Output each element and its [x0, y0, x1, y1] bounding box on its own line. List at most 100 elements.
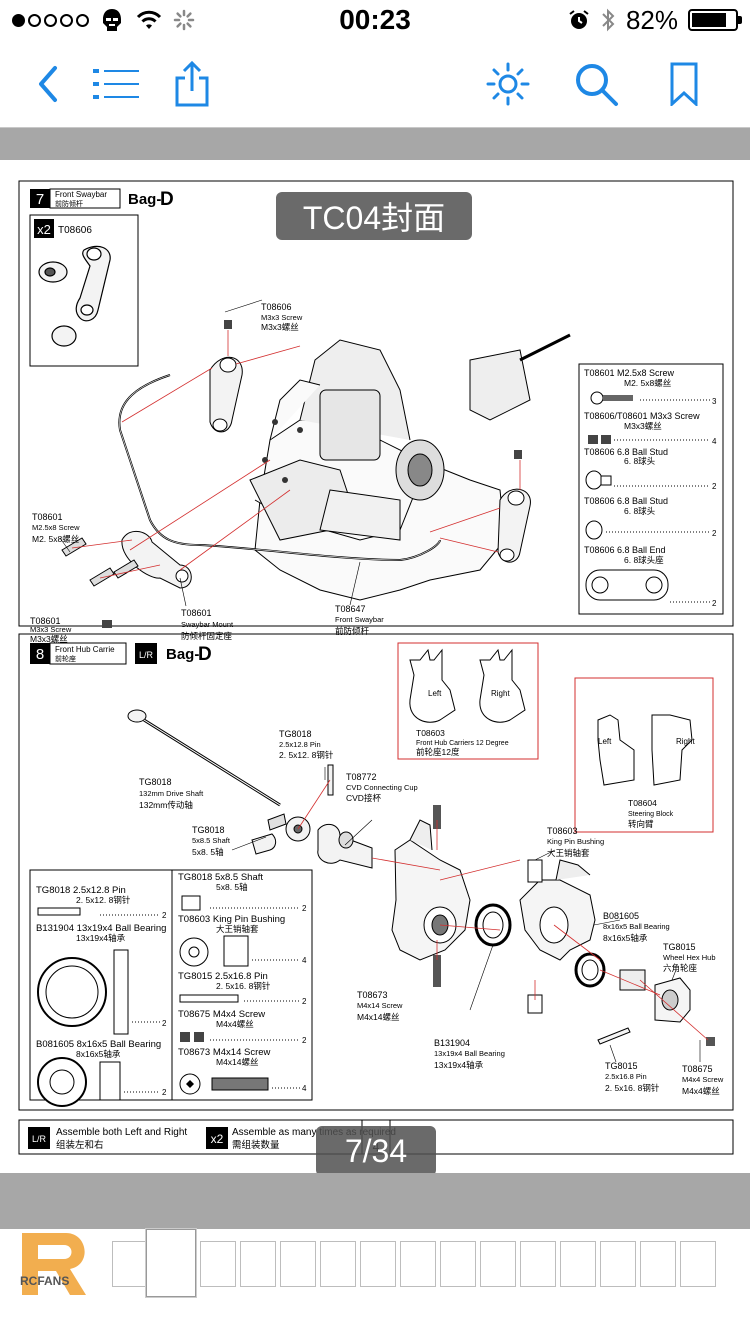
page-thumbnail[interactable] — [560, 1241, 596, 1287]
parts8-l1-cn: 13x19x4轴承 — [76, 933, 126, 943]
label-t08675-desc: M4x4 Screw — [682, 1075, 724, 1084]
thumbnail-track[interactable]: RCFANS — [0, 1229, 750, 1334]
page-thumbnail-current[interactable] — [146, 1229, 196, 1297]
carrier-code: T08603 — [416, 728, 445, 738]
step8-parts-list: TG8018 2.5x12.8 Pin 2. 5x12. 8钢针 2 B1319… — [29, 869, 313, 1107]
label-t08601a-cn: M2. 5x8螺丝 — [32, 534, 80, 544]
document-title-overlay: TC04封面 — [276, 192, 472, 240]
label-t08647-cn: 前防倾杆 — [335, 626, 370, 636]
list-icon — [93, 69, 139, 99]
label-t08601a-desc: M2.5x8 Screw — [32, 523, 80, 532]
label-tg8018c-cn: 5x8. 5轴 — [192, 847, 224, 857]
parts7-3-name: T08606 6.8 Ball Stud — [584, 496, 668, 506]
label-leader-lines — [59, 299, 361, 607]
label-t08601c-cn: 防倾杆固定座 — [181, 631, 233, 641]
label-tg8015b-cn: 2. 5x16. 8钢针 — [605, 1083, 660, 1093]
steering-right-label: Right — [676, 737, 695, 746]
parts8-l2-cn: 8x16x5轴承 — [76, 1049, 121, 1059]
page-thumbnail[interactable] — [360, 1241, 396, 1287]
footer-lr-icon: L/R — [32, 1134, 47, 1144]
parts8-l2-qty: 2 — [162, 1088, 167, 1097]
label-tg8015b-desc: 2.5x16.8 Pin — [605, 1072, 647, 1081]
carrier-left-label: Left — [428, 689, 442, 698]
footer-lr-en: Assemble both Left and Right — [56, 1127, 187, 1138]
label-tg8018b: TG8018 — [279, 729, 312, 739]
label-b081605: B081605 — [603, 911, 639, 921]
parts8-r2-qty: 2 — [302, 997, 307, 1006]
page-thumbnail[interactable] — [600, 1241, 636, 1287]
reader-toolbar — [0, 40, 750, 128]
parts7-2-name: T08606 6.8 Ball Stud — [584, 447, 668, 457]
parts8-r2-cn: 2. 5x16. 8钢针 — [216, 981, 271, 991]
step7-title-en: Front Swaybar — [55, 190, 107, 199]
label-tg8018a-desc: 132mm Drive Shaft — [139, 789, 204, 798]
label-t08606-desc: M3x3 Screw — [261, 313, 303, 322]
parts8-r3-name: T08675 M4x4 Screw — [178, 1009, 265, 1020]
parts8-r1-cn: 大王销轴套 — [216, 924, 259, 934]
steering-cn: 转向臂 — [628, 819, 654, 829]
parts7-0-name: T08601 M2.5x8 Screw — [584, 368, 675, 378]
page-thumbnail[interactable] — [112, 1241, 148, 1287]
page-thumbnail[interactable] — [400, 1241, 436, 1287]
parts7-4-qty: 2 — [712, 599, 717, 608]
label-b131904: B131904 — [434, 1038, 470, 1048]
hub-screws — [433, 805, 715, 1046]
label-t08772-desc: CVD Connecting Cup — [346, 783, 418, 792]
share-button[interactable] — [162, 54, 222, 114]
parts8-r0-qty: 2 — [302, 904, 307, 913]
label-tg8018c-desc: 5x8.5 Shaft — [192, 836, 231, 845]
step8-number: 8 — [36, 646, 44, 663]
pdf-viewer[interactable]: 7 Front Swaybar 前防倾杆 Bag- D x2 T08606 — [0, 128, 750, 1176]
battery-level — [692, 13, 727, 27]
bookmark-button[interactable] — [654, 54, 714, 114]
thumbnail-strip: RCFANS — [0, 1173, 750, 1334]
signal-strength-icon — [12, 13, 89, 27]
loading-spinner-icon — [173, 9, 195, 31]
steering-block-box: Left Right T08604 Steering Block 转向臂 — [574, 677, 714, 833]
status-right: 82% — [568, 4, 742, 36]
page-thumbnail[interactable] — [440, 1241, 476, 1287]
battery-percent: 82% — [625, 4, 678, 35]
page-thumbnail[interactable] — [480, 1241, 516, 1287]
step8-title-en: Front Hub Carrie — [55, 645, 115, 654]
page-thumbnail[interactable] — [240, 1241, 276, 1287]
parts7-2-qty: 2 — [712, 482, 717, 491]
label-t08601c: T08601 — [181, 608, 212, 618]
step8-guide-lines — [297, 779, 709, 1041]
page-thumbnail[interactable] — [200, 1241, 236, 1287]
hub-carriers-box: Left Right T08603 Front Hub Carriers 12 … — [397, 642, 539, 760]
parts8-l1-name: B131904 13x19x4 Ball Bearing — [36, 923, 166, 934]
search-button[interactable] — [566, 54, 626, 114]
back-button[interactable] — [18, 54, 78, 114]
parts8-r1-qty: 4 — [302, 956, 307, 965]
bookmark-icon — [670, 62, 698, 106]
stormtrooper-icon — [103, 9, 121, 31]
page-thumbnail[interactable] — [520, 1241, 556, 1287]
step8-bag: Bag- — [166, 646, 199, 663]
parts7-4-name: T08606 6.8 Ball End — [584, 545, 666, 555]
alarm-icon — [569, 10, 589, 29]
label-t08606-cn: M3x3螺丝 — [261, 322, 299, 332]
parts8-l0-cn: 2. 5x12. 8钢针 — [76, 895, 131, 905]
small-screws — [102, 320, 522, 628]
brightness-button[interactable] — [478, 54, 538, 114]
page-thumbnail[interactable] — [680, 1241, 716, 1287]
page-thumbnail[interactable] — [280, 1241, 316, 1287]
parts8-r0-name: TG8018 5x8.5 Shaft — [178, 872, 263, 883]
pdf-page: 7 Front Swaybar 前防倾杆 Bag- D x2 T08606 — [0, 160, 750, 1176]
parts7-0-qty: 3 — [712, 397, 717, 406]
label-tg8018b-desc: 2.5x12.8 Pin — [279, 740, 321, 749]
parts8-r4-qty: 4 — [302, 1084, 307, 1093]
label-tg8018a: TG8018 — [139, 777, 172, 787]
long-screws — [61, 537, 139, 587]
label-t08603-cn: 大王销轴套 — [547, 848, 590, 858]
label-t08675: T08675 — [682, 1064, 713, 1074]
label-tg8018b-cn: 2. 5x12. 8钢针 — [279, 750, 334, 760]
page-thumbnail[interactable] — [320, 1241, 356, 1287]
label-tg8015a-desc: Wheel Hex Hub — [663, 953, 716, 962]
outline-button[interactable] — [86, 54, 146, 114]
page-thumbnail[interactable] — [640, 1241, 676, 1287]
parts8-r2-name: TG8015 2.5x16.8 Pin — [178, 971, 268, 982]
parts8-r3-cn: M4x4螺丝 — [216, 1019, 254, 1029]
label-t08647-desc: Front Swaybar — [335, 615, 384, 624]
